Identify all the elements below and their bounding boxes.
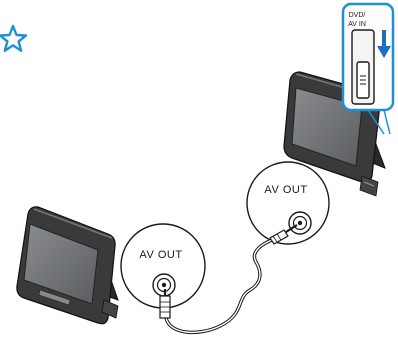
av-out-magnifier-right: AV OUT: [246, 161, 330, 245]
dvd-av-switch-callout: DVD/ AV IN: [341, 2, 395, 112]
callout-leader: [367, 109, 391, 135]
switch-label-line1: DVD/: [349, 12, 366, 19]
av-cable: [159, 224, 298, 335]
left-player-device: [16, 206, 119, 325]
av-out-label-left: AV OUT: [139, 249, 182, 261]
av-out-magnifier-left: AV OUT: [120, 223, 206, 309]
av-out-jack-right: [288, 211, 312, 235]
arrow-down-icon: [377, 30, 391, 58]
av-plug-left: [159, 289, 171, 319]
switch-label-line2: AV IN: [348, 21, 366, 28]
av-plug-right: [269, 224, 298, 245]
av-out-jack-left: [152, 273, 176, 297]
star-outline-icon: [0, 24, 28, 52]
av-out-label-right: AV OUT: [264, 184, 307, 196]
